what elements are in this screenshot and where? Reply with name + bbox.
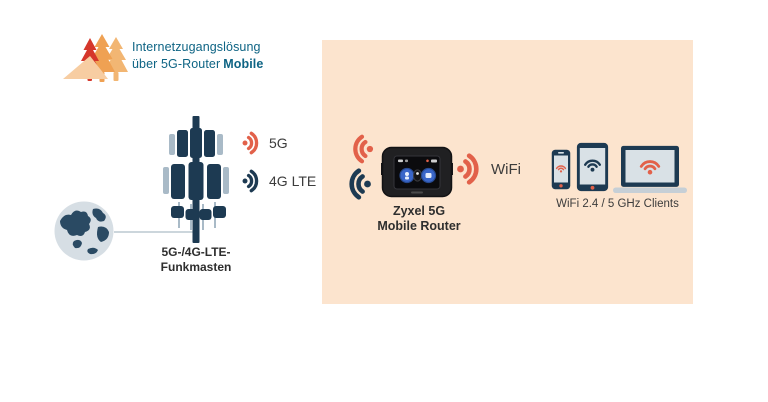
mountain <box>63 56 108 79</box>
router-caption: Zyxel 5G Mobile Router <box>357 204 481 234</box>
signal-row-5g: 5G <box>241 129 288 157</box>
laptop-icon <box>613 145 687 193</box>
tower-caption-line-1: 5G-/4G-LTE- <box>161 245 231 259</box>
incoming-5g-signal-icon <box>351 132 375 166</box>
title-bold-word: Mobile <box>223 57 264 71</box>
tablet-icon <box>576 142 609 192</box>
mobile-router-icon <box>381 146 453 198</box>
wifi-signal-icon <box>455 150 481 188</box>
clients-caption: WiFi 2.4 / 5 GHz Clients <box>556 198 679 210</box>
title-line-1: Internetzugangslösung <box>132 40 261 54</box>
5g-signal-icon <box>241 129 260 157</box>
smartphone-icon <box>551 149 571 190</box>
globe-tower-link <box>114 231 194 233</box>
incoming-4g-signal-icon <box>347 166 373 202</box>
4g-lte-label: 4G LTE <box>269 173 317 189</box>
5g-label: 5G <box>269 135 288 151</box>
4g-lte-signal-icon <box>241 167 260 195</box>
forest-logo-icon <box>63 34 128 82</box>
tower-caption-line-2: Funkmasten <box>160 259 232 274</box>
tower-caption: 5G-/4G-LTE- Funkmasten <box>136 245 256 274</box>
router-caption-line-2: Mobile Router <box>377 219 461 233</box>
globe-icon <box>54 201 114 261</box>
signal-row-4g: 4G LTE <box>241 167 316 195</box>
wifi-row: WiFi <box>455 150 521 188</box>
router-caption-line-1: Zyxel 5G <box>392 204 446 218</box>
wifi-label: WiFi <box>491 160 521 178</box>
cell-tower-icon <box>163 116 229 243</box>
